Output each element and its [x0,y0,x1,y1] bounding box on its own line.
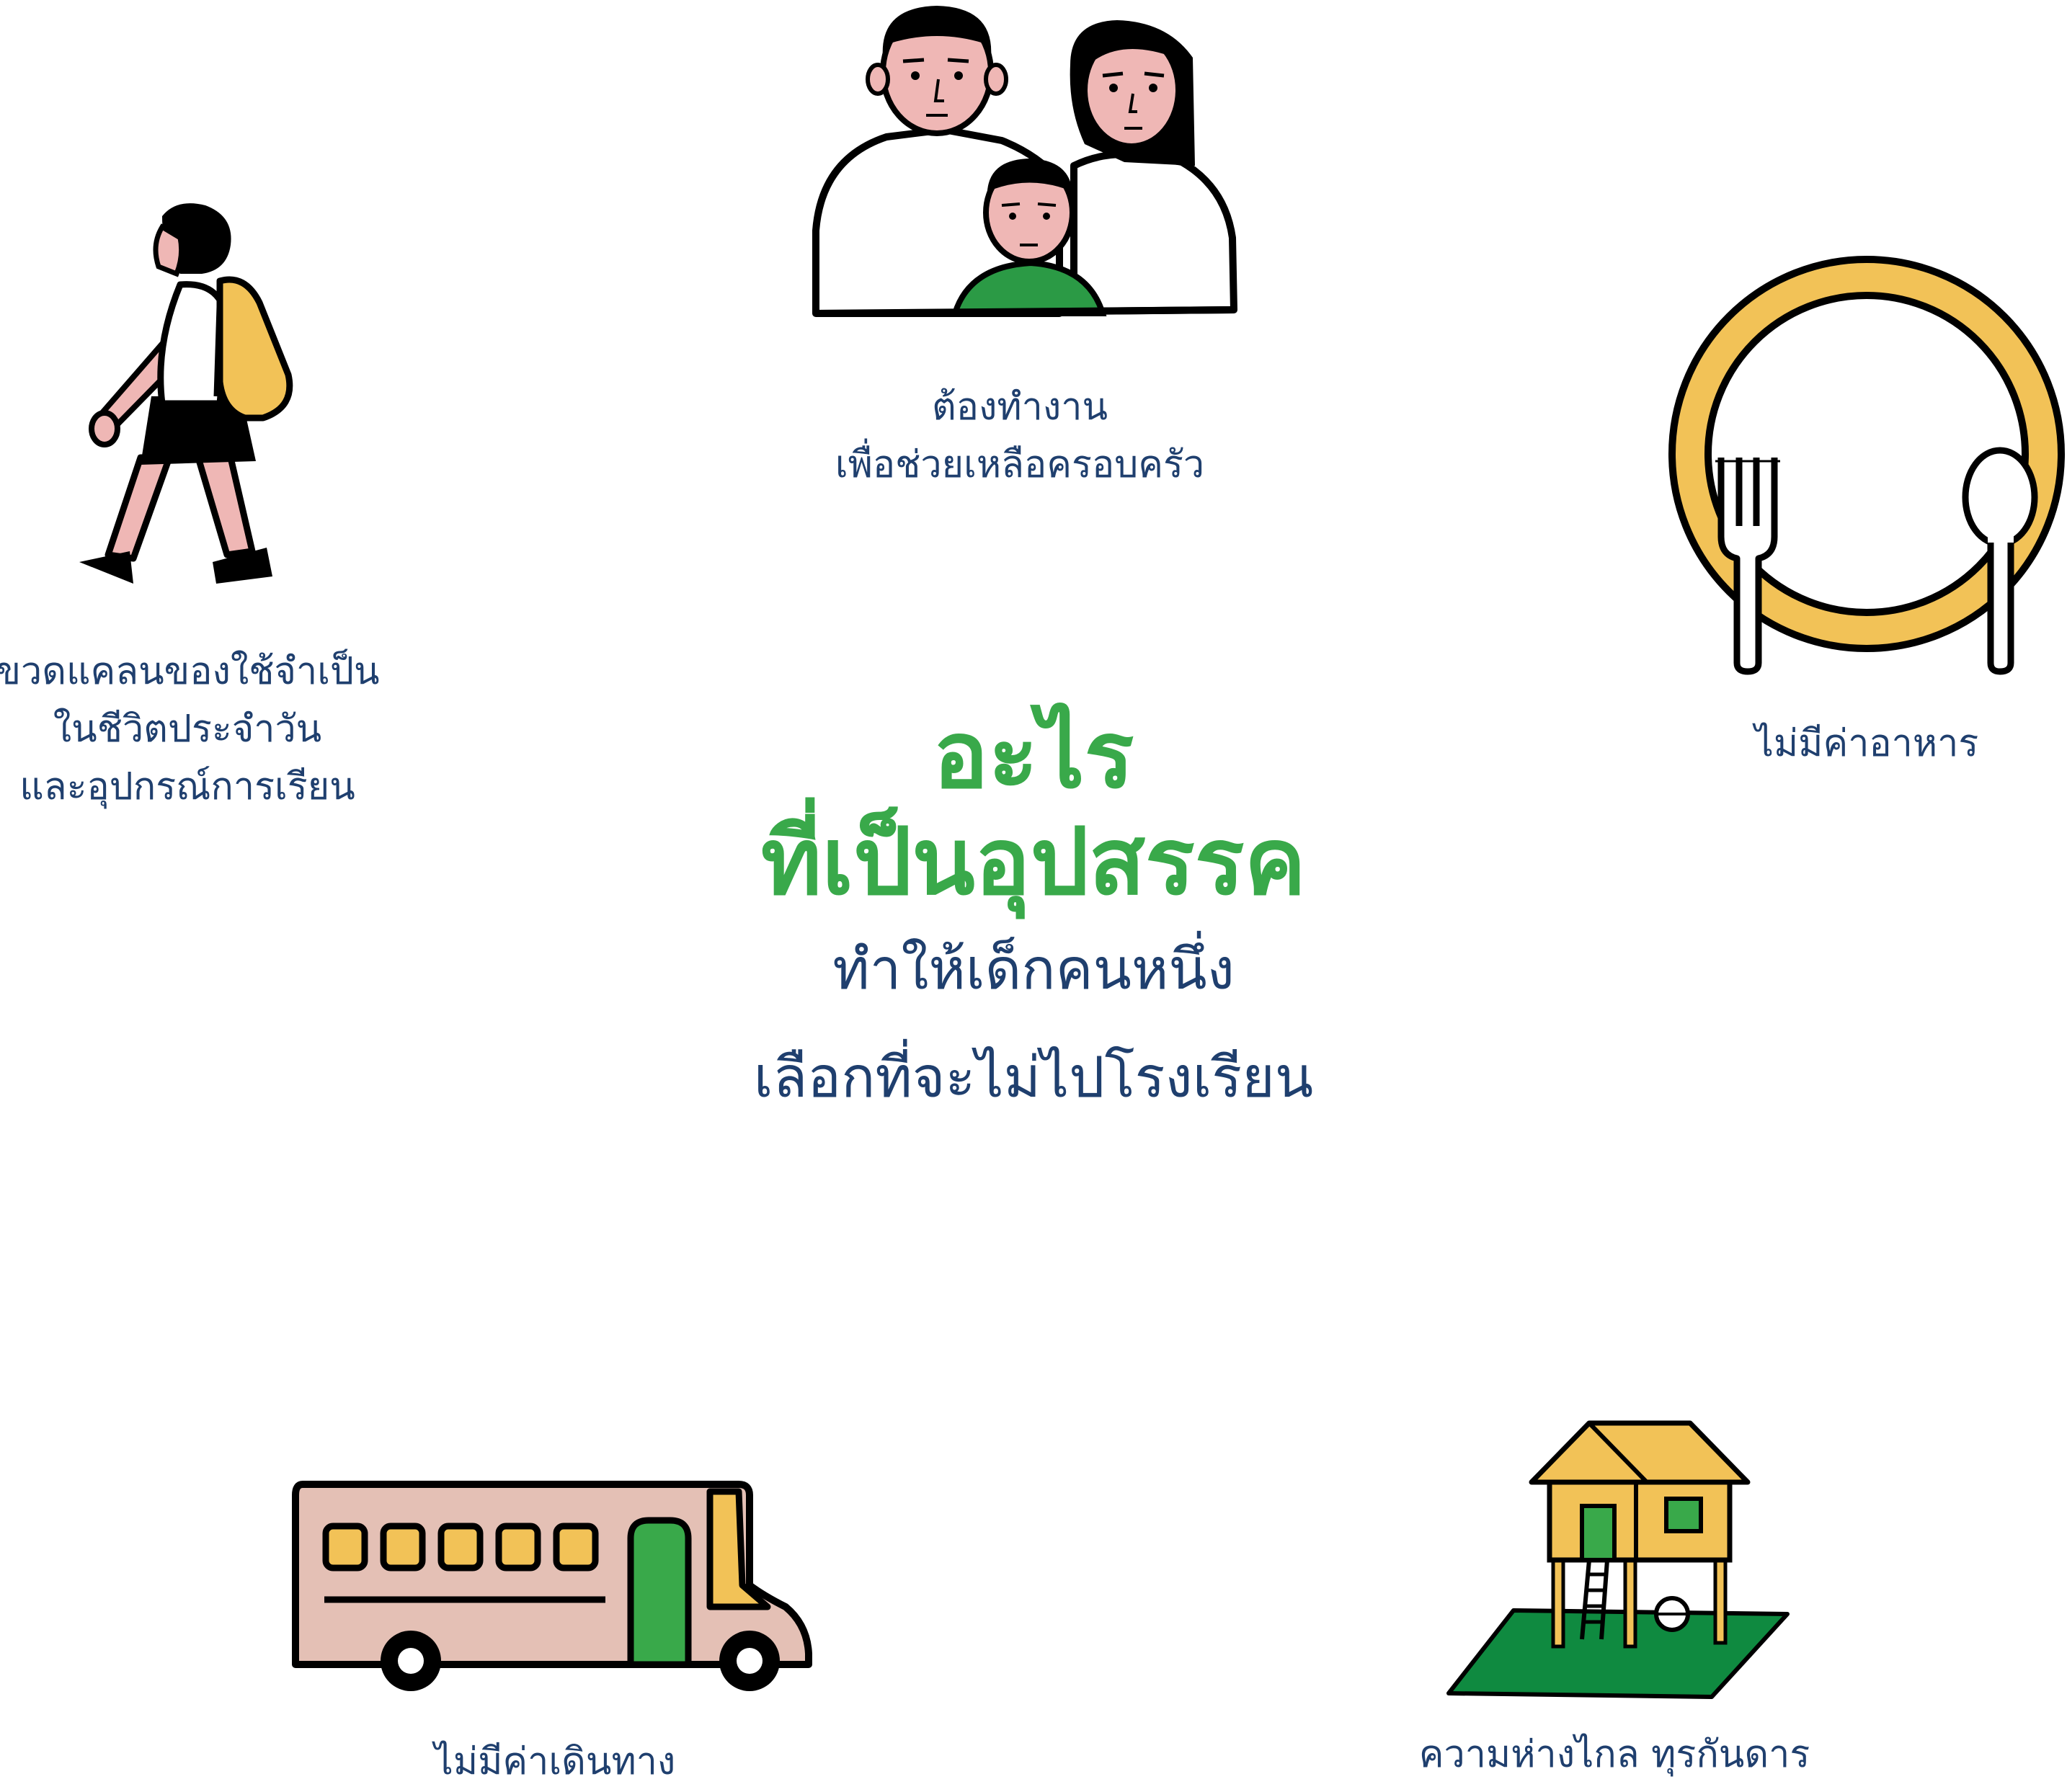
student-walking-icon [79,203,293,584]
caption-line: ขวดแคลนของใช้จำเป็น [0,650,380,693]
caption-line: ต้องทำงาน [931,385,1108,429]
caption-line: เพื่อช่วยเหลือครอบครัว [835,443,1205,486]
caption-line: ไม่มีค่าเดินทาง [434,1740,676,1783]
subtitle-line-1: ทำให้เด็กคนหนึ่ง [832,937,1235,1002]
caption-family-work: ต้องทำงาน เพื่อช่วยเหลือครอบครัว [800,378,1240,494]
caption-line: ความห่างไกล ทุรกันดาร [1418,1733,1810,1776]
caption-no-food-money: ไม่มีค่าอาหาร [1658,715,2067,772]
heading-block: อะไร ที่เป็นอุปสรรค ทำให้เด็กคนหนึ่ง เลื… [601,703,1466,1132]
title-line-2: ที่เป็นอุปสรรค [760,808,1307,916]
caption-remoteness: ความห่างไกล ทุรกันดาร [1384,1726,1845,1783]
caption-lack-supplies: ขวดแคลนของใช้จำเป็น ในชีวิตประจำวัน และอ… [0,643,389,816]
bus-icon [292,1481,812,1691]
stilt-house-icon [1446,1420,1790,1699]
caption-line: ในชีวิตประจำวัน [53,708,322,751]
subtitle-line-2: เลือกที่จะไม่ไปโรงเรียน [753,1046,1314,1110]
family-icon [812,6,1237,317]
title-line-1: อะไร [933,702,1134,809]
caption-line: และอุปกรณ์การเรียน [19,765,355,808]
empty-plate-icon [1668,256,2065,675]
caption-no-travel-money: ไม่มีค่าเดินทาง [317,1733,793,1791]
caption-line: ไม่มีค่าอาหาร [1754,722,1979,765]
